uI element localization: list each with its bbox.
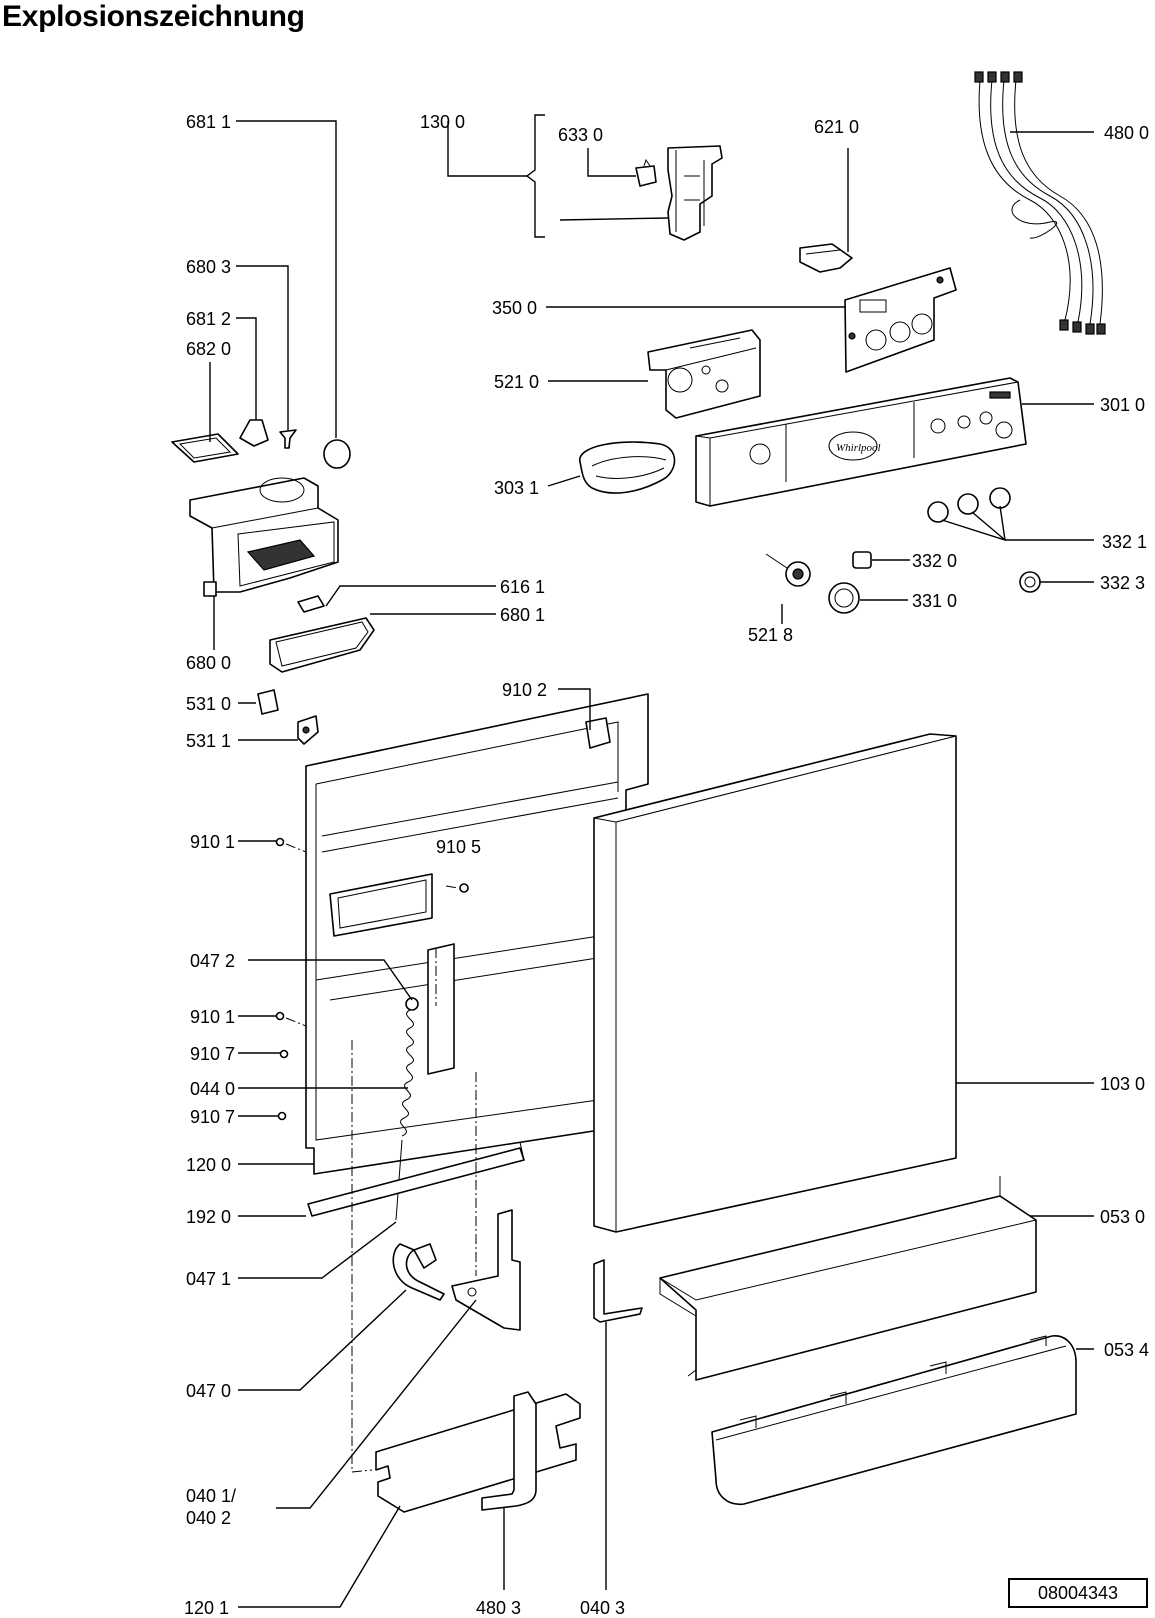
bracket-480-3 [481,1391,537,1511]
seal-680-1 [269,617,375,673]
label-521-8: 521 8 [748,625,793,645]
label-682-0: 682 0 [186,339,231,359]
label-047-1: 047 1 [186,1269,231,1289]
label-910-5: 910 5 [436,837,481,857]
label-910-7-b: 910 7 [190,1107,235,1127]
screw-680-3 [279,429,297,449]
label-120-1: 120 1 [184,1598,229,1618]
part-531-0 [257,689,279,715]
label-040-1: 040 1/ [186,1486,236,1506]
label-192-0: 192 0 [186,1207,231,1227]
label-521-0: 521 0 [494,372,539,392]
part-531-1 [297,715,319,745]
outer-door-103-0 [593,733,957,1233]
label-103-0: 103 0 [1100,1074,1145,1094]
label-910-1-b: 910 1 [190,1007,235,1027]
label-040-2: 040 2 [186,1508,231,1528]
label-480-3: 480 3 [476,1598,521,1618]
label-681-2: 681 2 [186,309,231,329]
door-handle-303 [579,441,676,494]
latch-assembly-130 [525,114,723,241]
hinge-bracket [451,1209,521,1331]
rail-192-0 [307,1141,525,1217]
electronic-module-521 [647,329,761,419]
part-labels: 681 1 130 0 633 0 621 0 480 0 680 3 681 … [184,112,1149,1618]
label-680-0: 680 0 [186,653,231,673]
control-panel-301: Whirlpool [695,377,1027,507]
label-047-2: 047 2 [190,951,235,971]
label-053-0: 053 0 [1100,1207,1145,1227]
plinth-053-4 [711,1335,1077,1505]
round-cover-681-1 [323,439,351,469]
part-616-1 [297,595,325,613]
label-040-3: 040 3 [580,1598,625,1618]
switch-521-8 [765,553,811,587]
assembly-centerlines [285,843,477,1473]
leader-lines [209,120,1094,1608]
label-531-1: 531 1 [186,731,231,751]
gasket-682-0 [171,433,239,463]
label-332-1: 332 1 [1102,532,1147,552]
bracket-040-3 [593,1259,643,1323]
circuit-board-621 [799,243,853,273]
lever-681-2 [239,419,269,447]
label-332-3: 332 3 [1100,573,1145,593]
label-633-0: 633 0 [558,125,603,145]
label-047-0: 047 0 [186,1381,231,1401]
svg-text:Whirlpool: Whirlpool [836,442,881,454]
label-303-1: 303 1 [494,478,539,498]
label-910-1-a: 910 1 [190,832,235,852]
knob-332-0 [852,551,872,569]
label-301-0: 301 0 [1100,395,1145,415]
label-331-0: 331 0 [912,591,957,611]
label-053-4: 053 4 [1104,1340,1149,1360]
cable-harness-480 [974,71,1106,335]
page-title: Explosionszeichnung [2,0,305,33]
knobs-332-1 [927,487,1011,523]
label-120-0: 120 0 [186,1155,231,1175]
kick-plate-053-0 [659,1176,1037,1381]
label-480-0: 480 0 [1104,123,1149,143]
label-616-1: 616 1 [500,577,545,597]
label-681-1: 681 1 [186,112,231,132]
drawing-number: 08004343 [1008,1578,1148,1608]
label-130-0: 130 0 [420,112,465,132]
screws-910 [275,837,469,1121]
label-680-1: 680 1 [500,605,545,625]
control-board-350 [844,267,957,373]
label-621-0: 621 0 [814,117,859,137]
label-332-0: 332 0 [912,551,957,571]
detergent-dispenser-680-0 [189,477,339,597]
label-910-2: 910 2 [502,680,547,700]
ring-331-0 [828,582,860,614]
label-044-0: 044 0 [190,1079,235,1099]
label-680-3: 680 3 [186,257,231,277]
label-531-0: 531 0 [186,694,231,714]
lower-bracket-040-1 [375,1393,581,1513]
hinge-arm-047-0 [392,1243,445,1301]
label-350-0: 350 0 [492,298,537,318]
label-910-7-a: 910 7 [190,1044,235,1064]
knob-332-3 [1019,571,1041,593]
